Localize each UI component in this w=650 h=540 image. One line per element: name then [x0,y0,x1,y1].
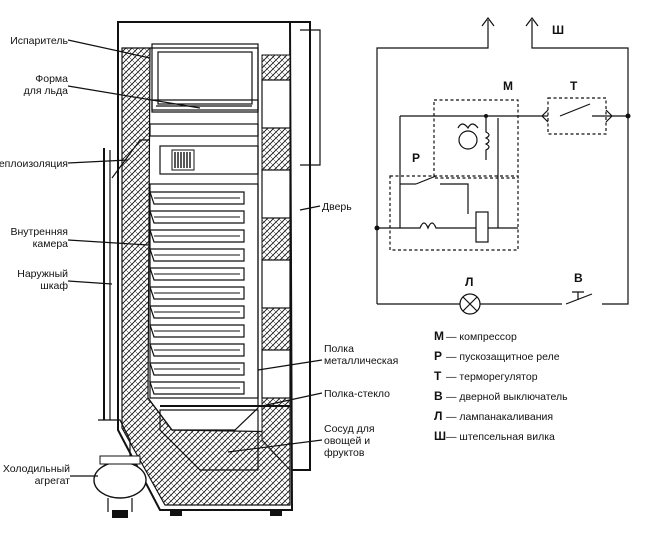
circuit-diagram: Ш М Т Р [374,17,631,315]
motor-symbol [458,130,478,150]
evaporator [151,43,259,111]
door-shelves [261,79,291,399]
symbol-thermostat: Т [570,79,578,93]
thermostat-grille [171,149,195,171]
legend-symbol: М [434,329,444,343]
label-door: Дверь [322,201,352,213]
symbol-compressor: М [503,79,513,93]
legend-text: — терморегулятор [446,371,538,383]
symbol-lamp: Л [465,275,473,289]
label-cooling-unit: Холодильный [3,463,70,475]
label-outer-cabinet-2: шкаф [40,280,68,292]
legend-item: М— компрессор [434,329,517,343]
relay-switch [415,175,437,185]
legend-symbol: Л [434,409,442,423]
legend-symbol: Т [434,369,442,383]
legend-text: — дверной выключатель [446,391,568,403]
label-outer-cabinet: Наружный [17,268,68,280]
fridge-labels-right: Дверь Полка металлическая Полка-стекло С… [227,201,398,459]
legend-item: В— дверной выключатель [434,389,568,403]
legend-text: — штепсельная вилка [446,431,555,443]
door-shelf [261,169,291,219]
legend-text: — компрессор [446,331,517,343]
plug-lead-left [376,20,489,304]
label-ice-form-2: для льда [24,85,69,97]
door-switch [562,298,602,310]
label-vegetable-drawer-2: овощей и [324,435,370,447]
label-inner-chamber-2: камера [33,238,69,250]
symbol-door-switch: В [574,271,583,285]
door-shelf [261,349,291,399]
plug-lead-right [531,20,629,116]
legend-symbol: Р [434,349,442,363]
legend-text: — пускозащитное реле [446,351,560,363]
ice-tray [151,99,259,113]
label-cooling-unit-2: агрегат [35,475,71,487]
inner-chamber-wall [147,47,259,431]
door-panel [290,21,311,471]
symbol-relay: Р [412,151,420,165]
vegetable-drawer [159,409,259,471]
label-vegetable-drawer: Сосуд для [324,423,375,435]
drip-tray [149,123,259,137]
legend-item: Р — пускозащитное реле [434,349,560,363]
legend-item: Ш— штепсельная вилка [434,429,555,443]
label-metal-shelf: Полка [324,343,354,355]
compressor [93,461,147,499]
legend-item: Л — лампанакаливания [434,409,553,423]
legend-symbol: В [434,389,443,403]
metal-shelves [149,191,245,395]
thermostat-block [159,145,259,175]
label-ice-form: Форма [35,73,68,85]
legend-text: — лампанакаливания [446,411,553,423]
label-metal-shelf-2: металлическая [324,355,398,367]
label-vegetable-drawer-3: фруктов [324,447,365,459]
legend-item: Т — терморегулятор [434,369,538,383]
legend-symbol: Ш [434,429,446,443]
label-insulation: Теплоизоляция [0,158,68,170]
relay-box [389,175,519,251]
symbol-plug: Ш [552,23,564,37]
door-shelf [261,79,291,129]
label-inner-chamber: Внутренняя [10,226,68,238]
label-glass-shelf: Полка-стекло [324,388,390,400]
compressor-box [433,99,519,179]
thermostat-switch [559,103,591,117]
label-evaporator: Испаритель [10,35,68,47]
door-shelf [261,259,291,309]
fridge-interior [149,183,259,399]
outer-cabinet [117,21,294,511]
fridge-labels-left: Испаритель Форма для льда Теплоизоляция … [0,35,201,487]
cooling-unit [93,419,147,518]
thermostat-box [547,97,607,135]
relay-coil [475,211,489,243]
